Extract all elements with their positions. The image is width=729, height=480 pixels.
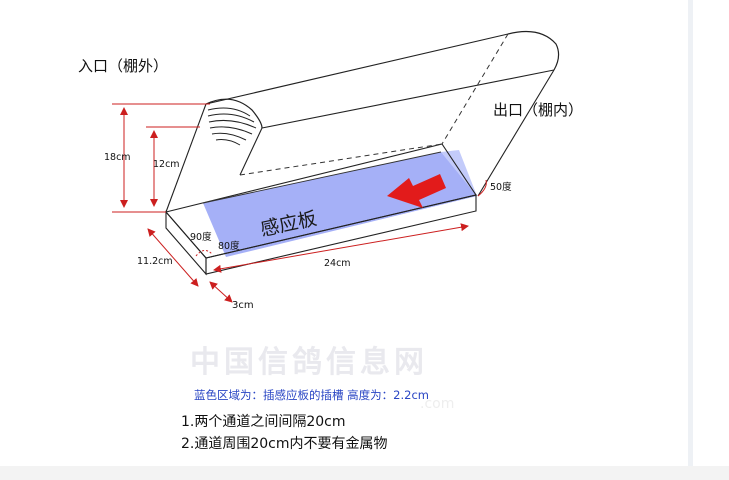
arch-hatching bbox=[207, 107, 257, 146]
dim-3cm-arrow bbox=[209, 281, 233, 303]
entrance-label: 入口（棚外） bbox=[78, 57, 168, 75]
angle-50-label: 50度 bbox=[490, 181, 512, 193]
dim-11-2cm-label: 11.2cm bbox=[137, 256, 173, 267]
dim-3cm-label: 3cm bbox=[232, 300, 254, 311]
tunnel-back-right-edge bbox=[477, 69, 555, 197]
frame-edge-bottom bbox=[0, 466, 729, 480]
watermark-text: 中国信鸽信息网 bbox=[190, 345, 428, 380]
watermark-url: .com bbox=[420, 396, 454, 412]
note-line-1: 1.两个通道之间间隔20cm bbox=[181, 414, 346, 430]
tunnel-inner-hidden-edge bbox=[239, 143, 443, 176]
exit-label: 出口（棚内） bbox=[493, 101, 583, 119]
tunnel-lower-edge bbox=[261, 69, 555, 129]
angle-50-arc bbox=[477, 179, 487, 197]
tunnel-front-right-edge bbox=[239, 127, 263, 176]
sensor-slot-side bbox=[441, 150, 477, 196]
tunnel-front-left-edge bbox=[165, 103, 207, 213]
slot-edge bbox=[202, 151, 442, 204]
frame-edge-right bbox=[688, 0, 693, 470]
slot-height-note: 蓝色区域为：插感应板的插槽 高度为：2.2cm bbox=[194, 388, 429, 402]
base-slab-side bbox=[205, 194, 477, 275]
dim-24cm-arrow bbox=[213, 223, 469, 273]
dim-12cm-label: 12cm bbox=[153, 159, 180, 170]
dim-11-2cm-arrow bbox=[147, 228, 199, 287]
dim-18cm-label: 18cm bbox=[104, 152, 131, 163]
note-line-2: 2.通道周围20cm内不要有金属物 bbox=[181, 436, 388, 452]
tunnel-back-arch bbox=[507, 31, 560, 71]
angle-90-arc bbox=[195, 250, 213, 257]
direction-arrow bbox=[387, 174, 446, 208]
angle-90-label: 90度 bbox=[190, 231, 212, 243]
angle-80-label: 80度 bbox=[218, 240, 240, 252]
dim-24cm-label: 24cm bbox=[324, 258, 351, 269]
tunnel-back-hidden-edge bbox=[441, 33, 509, 145]
tunnel-top-edge bbox=[205, 33, 509, 105]
tunnel-front-arch bbox=[205, 98, 263, 129]
